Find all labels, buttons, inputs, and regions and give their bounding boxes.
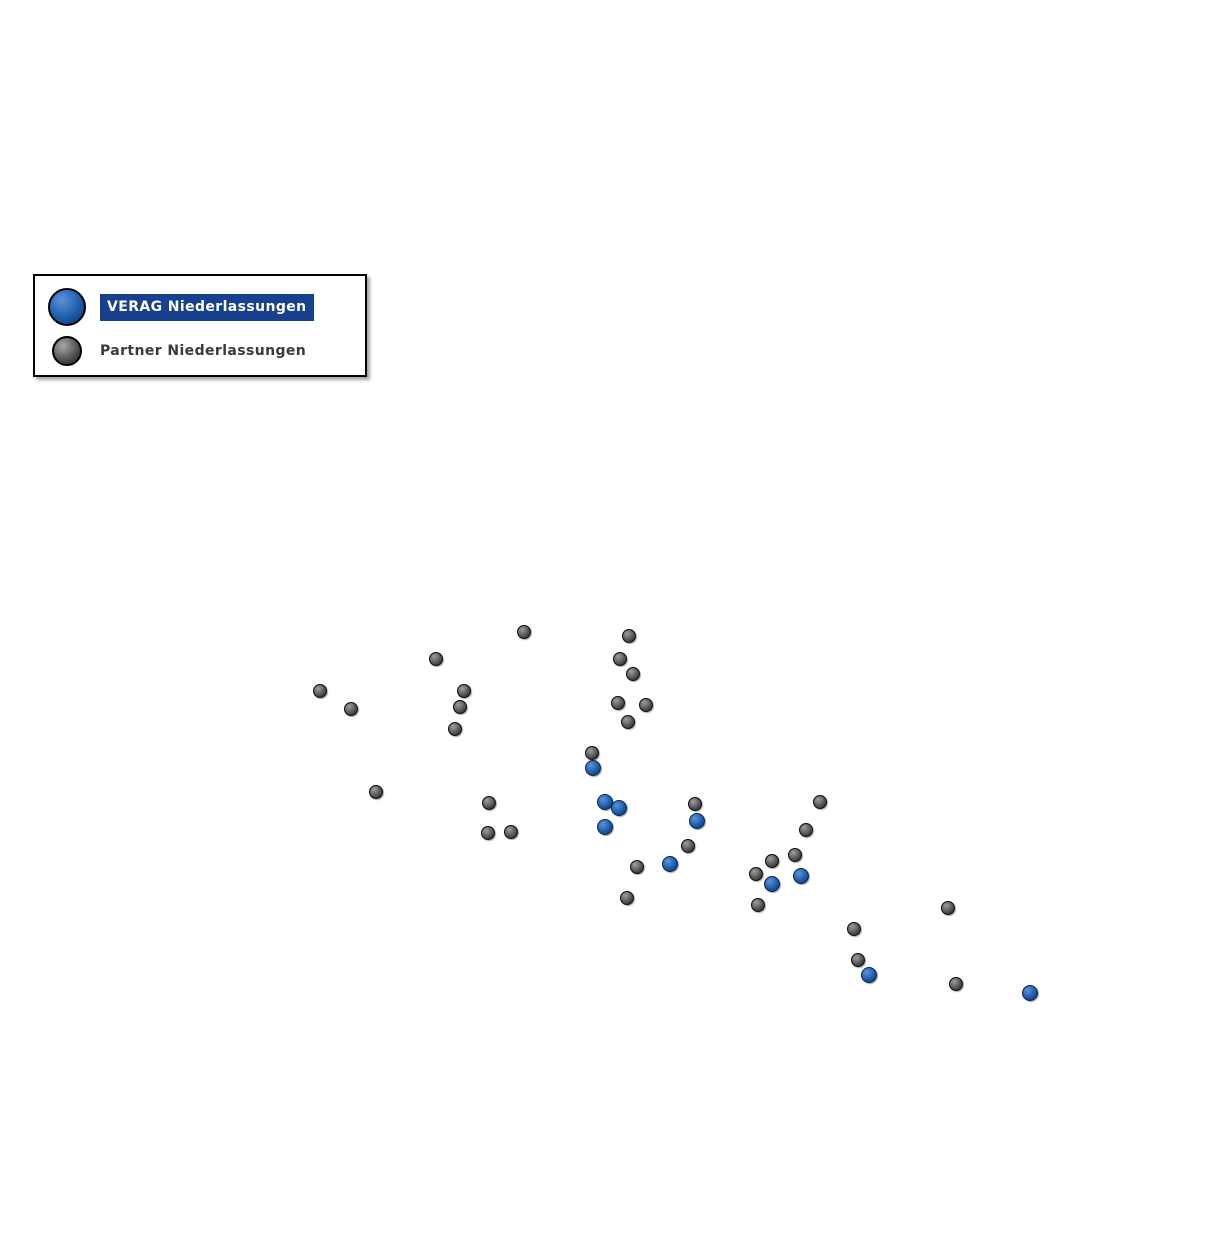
partner-location-marker[interactable] [613,652,627,666]
partner-marker-icon [52,336,82,366]
partner-location-marker[interactable] [517,625,531,639]
legend-row-verag: VERAG Niederlassungen [35,288,314,326]
partner-location-marker[interactable] [688,797,702,811]
partner-location-marker[interactable] [681,839,695,853]
partner-location-marker[interactable] [369,785,383,799]
partner-location-marker[interactable] [630,860,644,874]
partner-location-marker[interactable] [585,746,599,760]
partner-location-marker[interactable] [813,795,827,809]
partner-location-marker[interactable] [620,891,634,905]
partner-location-marker[interactable] [453,700,467,714]
partner-location-marker[interactable] [788,848,802,862]
partner-location-marker[interactable] [622,629,636,643]
partner-location-marker[interactable] [481,826,495,840]
partner-location-marker[interactable] [847,922,861,936]
partner-location-marker[interactable] [621,715,635,729]
partner-location-marker[interactable] [448,722,462,736]
partner-location-marker[interactable] [851,953,865,967]
partner-location-marker[interactable] [799,823,813,837]
verag-location-marker[interactable] [585,760,601,776]
legend-label-verag: VERAG Niederlassungen [100,293,314,321]
partner-location-marker[interactable] [313,684,327,698]
verag-location-marker[interactable] [793,868,809,884]
partner-location-marker[interactable] [504,825,518,839]
partner-location-marker[interactable] [749,867,763,881]
verag-location-marker[interactable] [662,856,678,872]
verag-location-marker[interactable] [611,800,627,816]
partner-location-marker[interactable] [611,696,625,710]
legend: VERAG Niederlassungen Partner Niederlass… [33,274,367,377]
partner-location-marker[interactable] [949,977,963,991]
partner-location-marker[interactable] [639,698,653,712]
verag-marker-icon [48,288,86,326]
legend-row-partner: Partner Niederlassungen [35,336,306,366]
verag-location-marker[interactable] [1022,985,1038,1001]
partner-location-marker[interactable] [429,652,443,666]
partner-location-marker[interactable] [941,901,955,915]
partner-location-marker[interactable] [765,854,779,868]
partner-location-marker[interactable] [751,898,765,912]
legend-label-partner: Partner Niederlassungen [100,342,307,359]
partner-location-marker[interactable] [457,684,471,698]
verag-location-marker[interactable] [861,967,877,983]
verag-location-marker[interactable] [597,819,613,835]
verag-location-marker[interactable] [764,876,780,892]
partner-location-marker[interactable] [344,702,358,716]
partner-location-marker[interactable] [482,796,496,810]
verag-location-marker[interactable] [689,813,705,829]
partner-location-marker[interactable] [626,667,640,681]
